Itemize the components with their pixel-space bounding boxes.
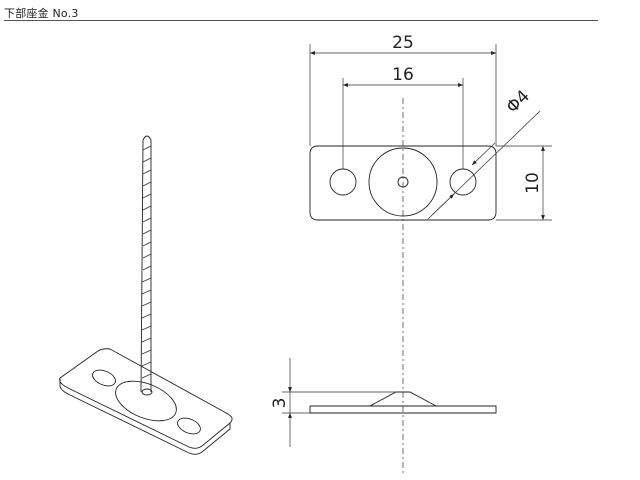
title-rule xyxy=(4,20,598,21)
leader-arrow-in xyxy=(471,142,496,166)
side-view: 3 xyxy=(270,358,497,447)
boss-profile xyxy=(369,391,437,407)
center-boss xyxy=(115,380,177,422)
plate-outline xyxy=(309,145,497,221)
plate-hole-left xyxy=(92,369,116,387)
dim-25: 25 xyxy=(392,33,414,53)
pin-base xyxy=(141,388,153,396)
top-view: 25 16 Φ4 10 xyxy=(309,33,552,476)
dim-3: 3 xyxy=(270,398,290,409)
leader-arrow-out xyxy=(431,193,455,216)
plate-hole-right xyxy=(177,417,201,435)
plate-edge xyxy=(59,378,231,455)
plate-profile xyxy=(309,405,497,414)
isometric-view xyxy=(59,135,233,455)
hole-right xyxy=(449,168,477,196)
pin xyxy=(140,135,152,393)
hole-left xyxy=(329,168,357,196)
plate-top-face xyxy=(59,348,233,449)
dim-diameter: Φ4 xyxy=(503,86,534,117)
dim-16: 16 xyxy=(392,65,414,85)
page-title: 下部座金 No.3 xyxy=(4,7,79,20)
dim-10: 10 xyxy=(523,172,543,194)
